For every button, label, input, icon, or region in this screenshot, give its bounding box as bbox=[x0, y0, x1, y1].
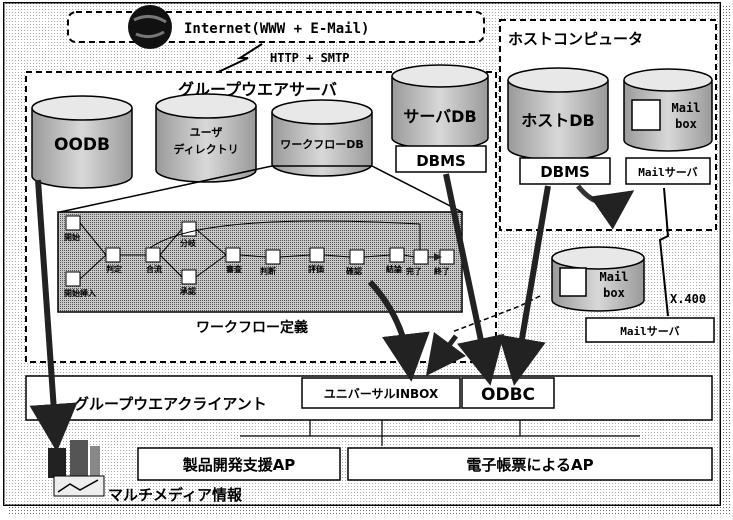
wf-node-label: 評価 bbox=[308, 264, 324, 274]
wf-node-label: 完了 bbox=[406, 266, 422, 276]
product-dev-ap-box bbox=[137, 447, 341, 481]
internet-banner bbox=[67, 11, 485, 43]
mail-to-inbox-arrow bbox=[426, 332, 466, 376]
multimedia-label: マルチメディア情報 bbox=[108, 486, 243, 504]
dbms-to-mailserver-arrow bbox=[576, 184, 635, 230]
protocol-label: HTTP + SMTP bbox=[270, 51, 349, 65]
globe-icon-continents bbox=[133, 15, 167, 39]
wf-node: 判定 bbox=[105, 247, 122, 274]
wf-node: 合流 bbox=[145, 247, 162, 274]
multimedia-icon bbox=[48, 440, 105, 497]
wf-node-label: 判定 bbox=[106, 264, 122, 274]
universal-inbox-box bbox=[301, 377, 461, 409]
groupware-client-label: グループウエアクライアント bbox=[74, 395, 267, 413]
host-computer-title: ホストコンピュータ bbox=[508, 30, 643, 48]
wf-node: 評価 bbox=[308, 247, 325, 274]
product-dev-ap-label: 製品開発支援AP bbox=[182, 456, 296, 474]
wf-node-label: 結論 bbox=[386, 264, 403, 274]
workflow-definition-label: ワークフロー定義 bbox=[196, 319, 308, 336]
user-directory-label-line1: ユーザ bbox=[190, 126, 223, 139]
host-mailbox-square bbox=[631, 99, 661, 131]
e-forms-ap-label: 電子帳票によるAP bbox=[466, 456, 593, 474]
internet-label: Internet(WWW + E-Mail) bbox=[184, 21, 369, 37]
x400-mailbox-label-line2: box bbox=[603, 286, 625, 300]
ap-connectors bbox=[309, 420, 521, 446]
x400-lightning bbox=[658, 187, 670, 317]
workflow-db-cylinder: ワークフローDB bbox=[271, 99, 373, 177]
host-db-cylinder: ホストDB bbox=[507, 67, 609, 161]
wf-node-label: 合流 bbox=[145, 264, 162, 274]
workflow-zoom-lines bbox=[59, 165, 463, 213]
host-mail-server-box bbox=[625, 157, 711, 185]
lightning-connector bbox=[213, 43, 263, 75]
host-mail-server-label: Mailサーバ bbox=[638, 166, 697, 179]
host-dbms-to-odbc-arrow bbox=[498, 185, 551, 386]
wf-node-label: 開始挿入 bbox=[64, 288, 96, 298]
workflow-graph: 開始 開始挿入 判定 合流 分岐 承認 審査 判断 bbox=[64, 215, 455, 298]
x400-label: X.400 bbox=[670, 292, 706, 306]
wf-node-label: 承認 bbox=[180, 286, 196, 296]
wf-node: 開始 bbox=[64, 215, 81, 242]
host-dbms-box bbox=[519, 157, 611, 185]
host-db-label: ホストDB bbox=[521, 111, 594, 130]
wf-node-label: 終了 bbox=[434, 266, 450, 276]
oodb-cylinder: OODB bbox=[31, 95, 133, 189]
server-dbms-label: DBMS bbox=[416, 152, 466, 170]
wf-node-label: 分岐 bbox=[180, 238, 197, 248]
oodb-to-multimedia-arrow bbox=[29, 179, 78, 452]
globe-icon bbox=[128, 5, 172, 49]
wf-node-label: 確認 bbox=[346, 266, 362, 276]
server-db-label: サーバDB bbox=[403, 107, 476, 126]
server-dbms-box bbox=[395, 145, 487, 173]
wf-node-label: 判断 bbox=[260, 266, 276, 276]
workflow-to-inbox-arrow bbox=[367, 279, 430, 382]
x400-mail-server-box bbox=[585, 317, 715, 343]
wf-node-label: 審査 bbox=[225, 264, 243, 274]
x400-mailbox-cylinder: Mail box bbox=[551, 246, 645, 312]
wf-node: 分岐 bbox=[180, 221, 197, 248]
oodb-label: OODB bbox=[54, 135, 110, 155]
x400-mailbox-square bbox=[559, 267, 587, 297]
workflow-loop-edge bbox=[149, 220, 421, 250]
x400-mail-server-label: Mailサーバ bbox=[620, 325, 679, 338]
host-mailbox-label-line1: Mail bbox=[672, 101, 701, 115]
wf-node-label: 開始 bbox=[64, 232, 80, 242]
host-mailbox-cylinder: Mail box bbox=[623, 68, 713, 152]
wf-node: 審査 bbox=[225, 247, 243, 274]
wf-node: 承認 bbox=[180, 269, 197, 296]
odbc-label: ODBC bbox=[481, 385, 535, 405]
server-dbms-to-odbc-arrow bbox=[443, 173, 505, 386]
workflow-db-label: ワークフローDB bbox=[280, 138, 364, 151]
x400-mailbox-label-line1: Mail bbox=[600, 270, 629, 284]
host-dbms-label: DBMS bbox=[540, 163, 590, 181]
user-directory-label-line2: ディレクトリ bbox=[173, 142, 238, 156]
universal-inbox-label: ユニバーサルINBOX bbox=[324, 387, 439, 401]
workflow-edges bbox=[79, 222, 440, 280]
user-directory-cylinder: ユーザ ディレクトリ bbox=[155, 93, 257, 183]
wf-node: 開始挿入 bbox=[64, 271, 96, 298]
e-forms-ap-box bbox=[347, 447, 713, 481]
host-mailbox-label-line2: box bbox=[675, 117, 697, 131]
server-db-cylinder: サーバDB bbox=[391, 64, 489, 150]
